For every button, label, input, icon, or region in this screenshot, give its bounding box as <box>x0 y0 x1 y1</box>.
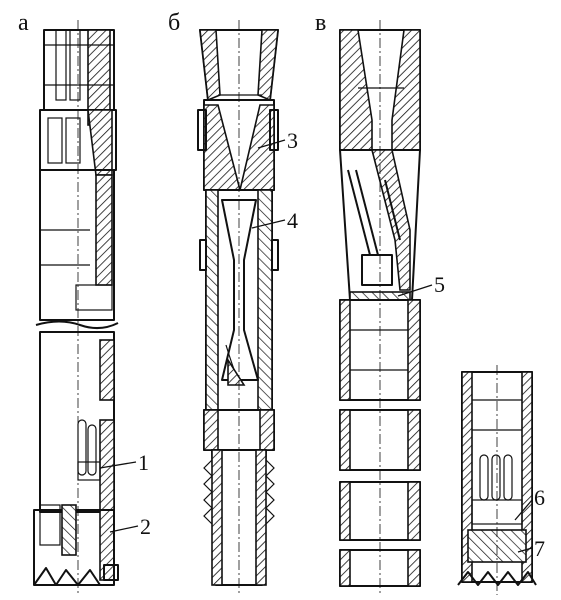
callout-4: 4 <box>287 208 298 233</box>
callout-2: 2 <box>140 514 151 539</box>
panel-v-drawing <box>339 20 421 595</box>
callout-5: 5 <box>434 272 445 297</box>
panel-label-b: б <box>168 10 180 36</box>
callout-7: 7 <box>534 536 545 561</box>
leader-lines <box>99 139 533 553</box>
panel-label-a: а <box>18 10 29 36</box>
panel-label-v: в <box>315 10 326 36</box>
callout-6: 6 <box>534 485 545 510</box>
panel-a-drawing <box>33 20 119 595</box>
panel-b-drawing <box>197 20 279 595</box>
detail-drawing <box>457 365 537 595</box>
callout-3: 3 <box>287 128 298 153</box>
callout-1: 1 <box>138 450 149 475</box>
